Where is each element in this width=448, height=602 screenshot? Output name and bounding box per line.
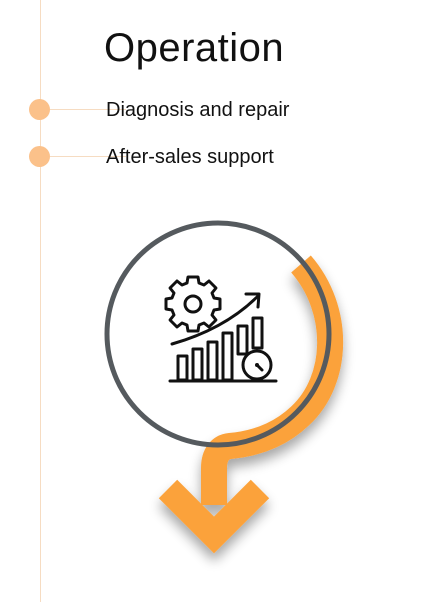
trend-arrowhead (244, 292, 261, 309)
gauge-pivot (255, 363, 259, 367)
timeline-line (40, 0, 41, 602)
trend-line (170, 294, 260, 346)
gray-ring (104, 220, 332, 448)
bullet-dot (29, 99, 50, 120)
list-item-label: Diagnosis and repair (106, 99, 290, 121)
chart-bar (236, 324, 249, 356)
gear-chart-gauge-icon (164, 275, 278, 383)
gear-icon (164, 275, 222, 333)
chart-bar (251, 316, 264, 350)
list-item-after-sales: After-sales support (29, 146, 409, 168)
bullet-connector (50, 109, 126, 110)
list-item-label: After-sales support (106, 146, 274, 168)
bullet-dot (29, 146, 50, 167)
bullet-connector (50, 156, 126, 157)
page-title: Operation (104, 26, 285, 70)
list-item-diagnosis: Diagnosis and repair (29, 99, 409, 121)
